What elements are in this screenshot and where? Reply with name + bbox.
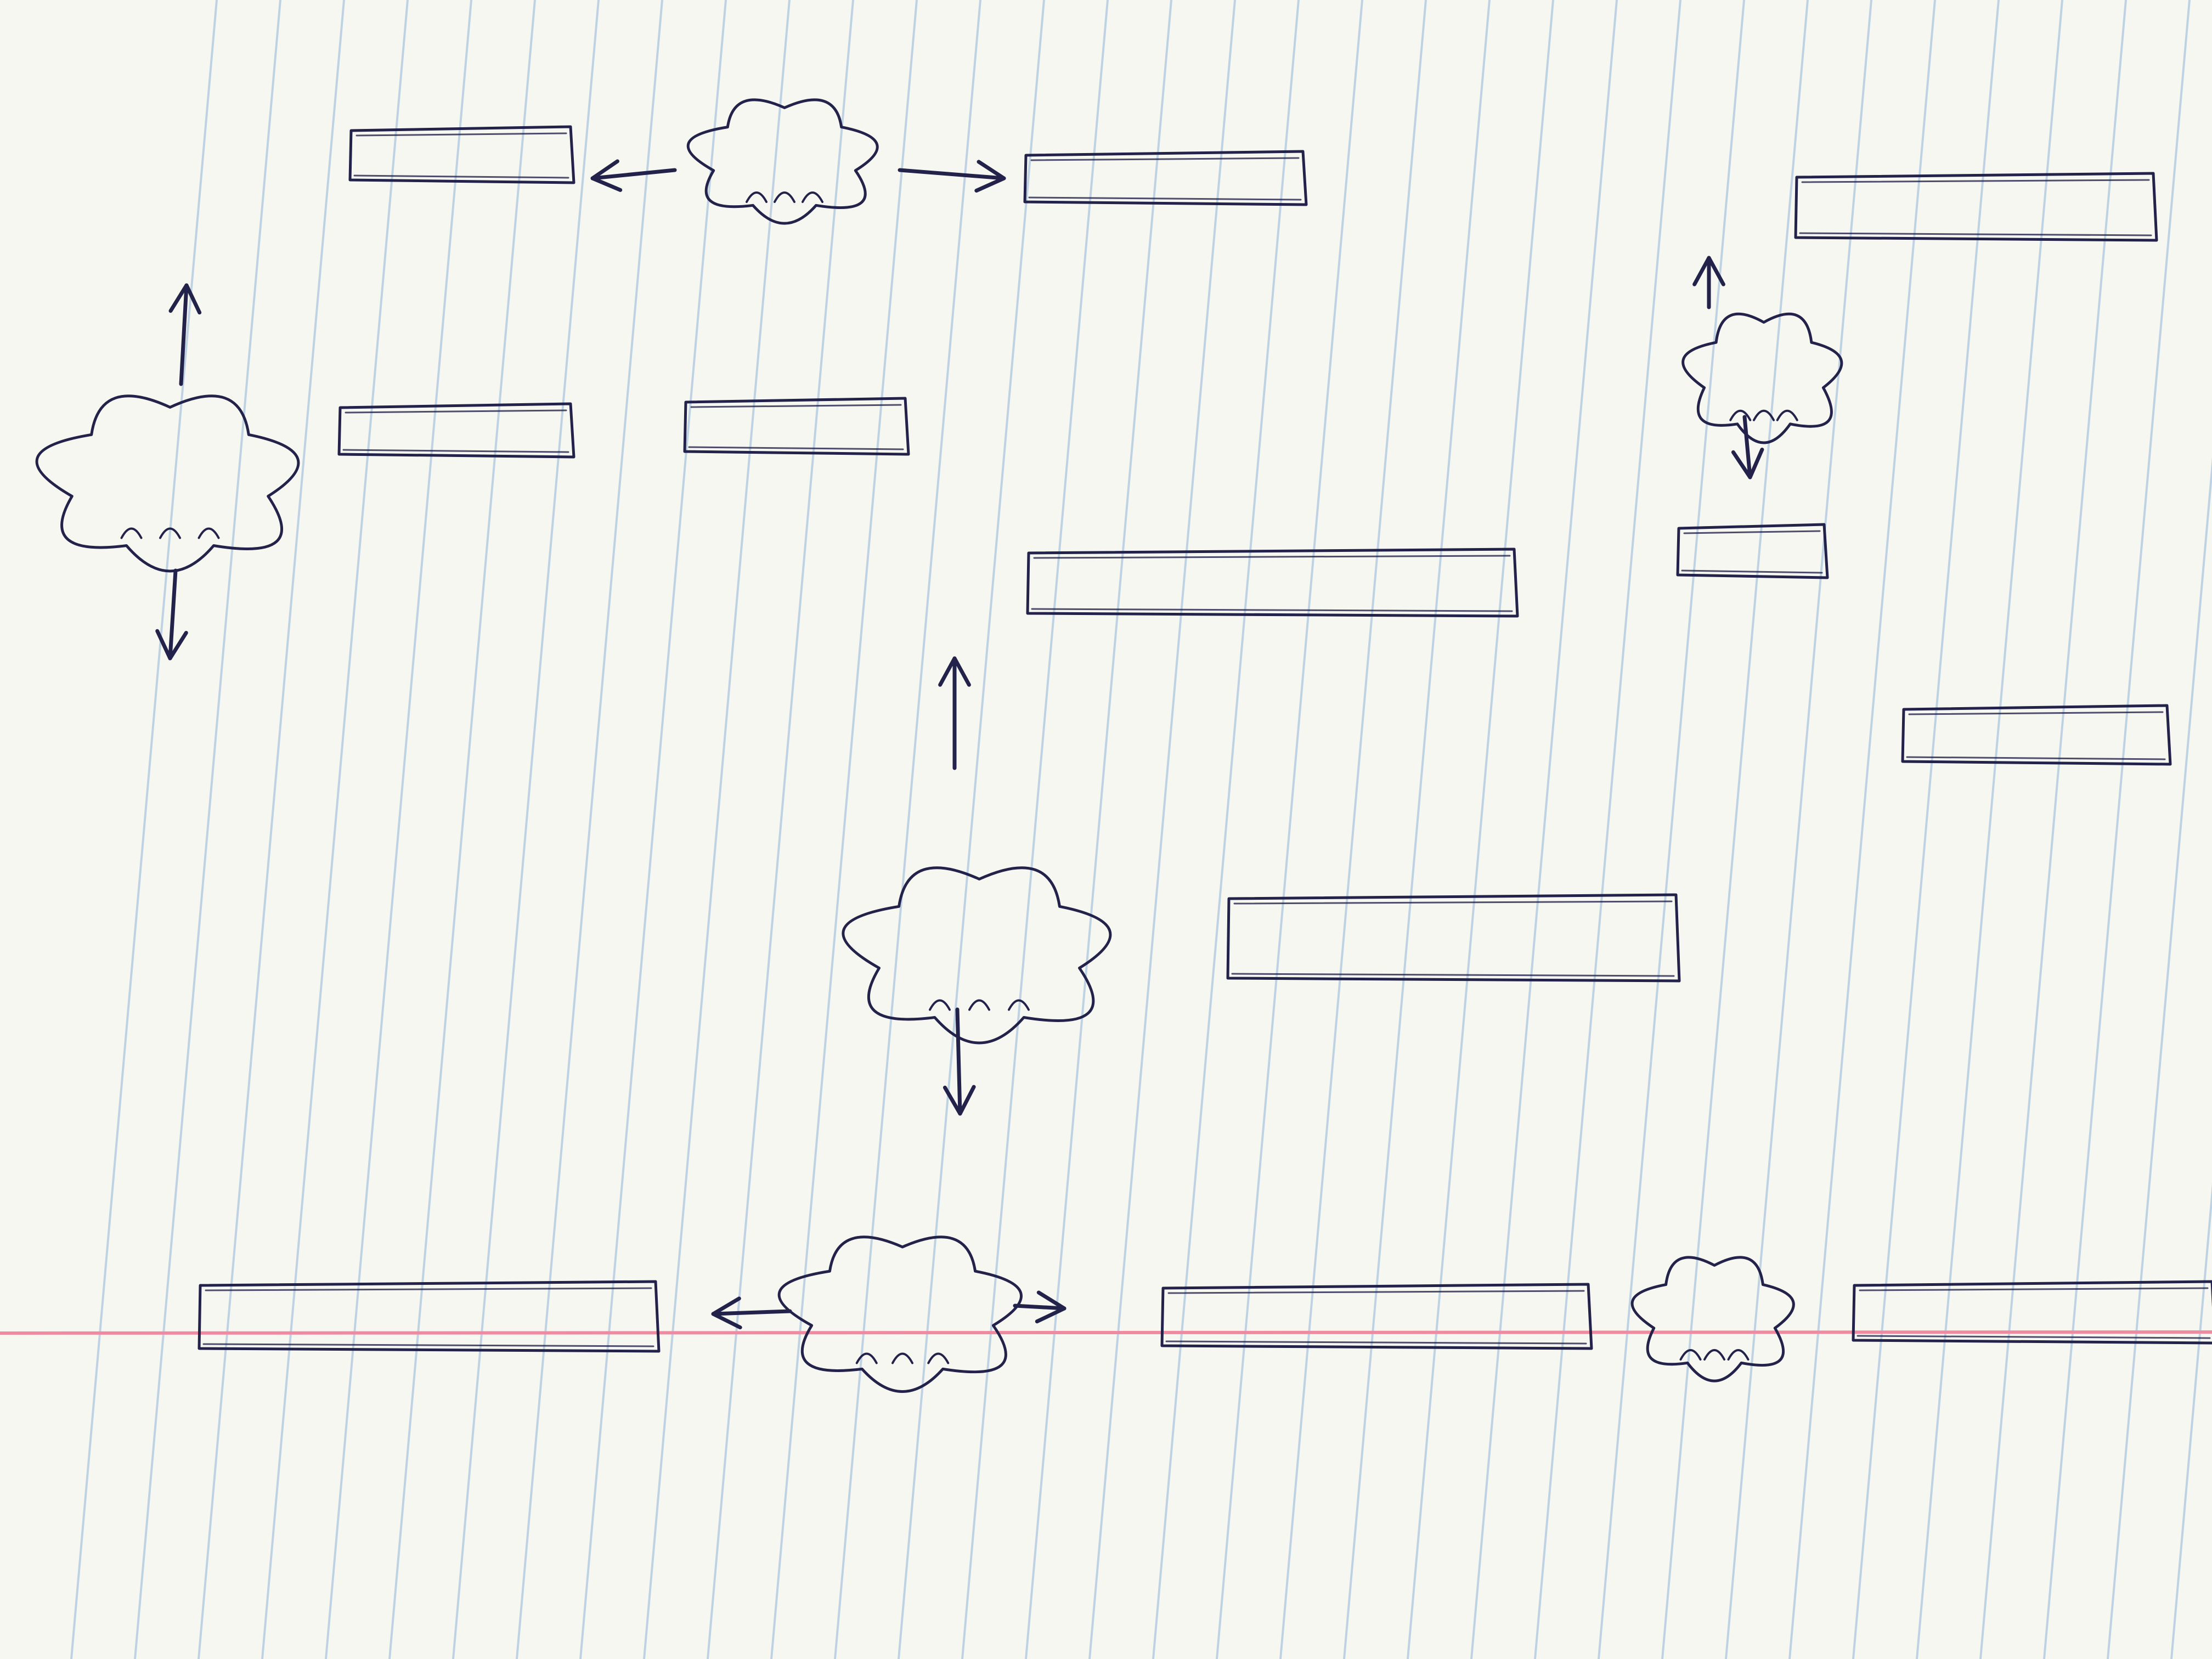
cloud-b <box>35 394 300 573</box>
ruled-line <box>2043 0 2191 1659</box>
ruled-line <box>70 0 218 1659</box>
box-10 <box>198 1280 661 1353</box>
margin-rule <box>0 1330 2212 1335</box>
arrow-cloud-c-to-up <box>938 656 971 770</box>
ruled-line <box>1025 0 1172 1659</box>
ruled-line <box>707 0 854 1659</box>
ruled-line <box>834 0 981 1659</box>
box-8 <box>1901 704 2172 766</box>
diagram-boxes <box>198 125 2212 1353</box>
ruled-line <box>1470 0 1618 1659</box>
ruled-line <box>898 0 1045 1659</box>
box-7 <box>1676 523 1829 579</box>
ruled-line <box>388 0 536 1659</box>
ruled-line <box>1088 0 1236 1659</box>
ruled-line <box>961 0 1109 1659</box>
ruled-line <box>1788 0 1936 1659</box>
ruled-line <box>1279 0 1427 1659</box>
arrow-cloud-b-to-down <box>155 568 188 661</box>
ruled-line <box>2107 456 2212 1659</box>
ruled-line <box>516 0 663 1659</box>
cloud-e <box>777 1235 1023 1393</box>
ruled-line <box>1661 0 1809 1659</box>
arrow-cloud-d-to-down <box>1731 415 1764 479</box>
ruled-line <box>134 0 281 1659</box>
margin-line <box>0 1330 2212 1335</box>
ruled-line <box>1852 0 2000 1659</box>
ruled-line <box>1343 0 1491 1659</box>
box-12 <box>1852 1280 2212 1345</box>
box-3 <box>1794 172 2158 242</box>
ruled-line <box>452 0 600 1659</box>
ruled-line <box>1725 0 1872 1659</box>
diagram-clouds <box>35 98 1843 1393</box>
arrow-cloud-e-to-box-12 <box>1013 1290 1066 1324</box>
ruled-line <box>643 0 791 1659</box>
ruled-line <box>1979 0 2127 1659</box>
box-4 <box>337 402 575 459</box>
ruled-line <box>1534 0 1681 1659</box>
arrow-cloud-b-to-up <box>168 283 202 386</box>
box-11 <box>1160 1283 1593 1350</box>
cloud-d <box>1681 312 1843 444</box>
ruled-line <box>325 0 472 1659</box>
ruled-line <box>198 0 345 1659</box>
diagram-arrows <box>155 159 1764 1330</box>
arrow-cloud-d-to-up <box>1692 256 1725 309</box>
box-9 <box>1226 893 1681 983</box>
arrow-cloud-c-to-down <box>943 1007 976 1116</box>
ruled-line <box>261 0 409 1659</box>
ruled-line <box>770 0 918 1659</box>
ruled-lines <box>70 0 2212 1659</box>
cloud-c <box>842 866 1112 1045</box>
arrow-cloud-a-to-box-1 <box>590 159 677 192</box>
ruled-line <box>1216 0 1363 1659</box>
box-5 <box>683 397 910 456</box>
cloud-f <box>1630 1256 1795 1383</box>
arrow-cloud-a-to-box-2 <box>898 160 1006 193</box>
ruled-line <box>1916 0 2063 1659</box>
ruled-line <box>579 0 727 1659</box>
cloud-a <box>686 98 879 225</box>
box-6 <box>1026 548 1519 618</box>
arrow-cloud-e-to-box-11 <box>711 1296 792 1330</box>
box-2 <box>1023 150 1308 206</box>
ruled-line <box>1152 0 1300 1659</box>
box-1 <box>348 125 575 184</box>
ruled-line <box>2170 1183 2212 1659</box>
ruled-line <box>1407 0 1554 1659</box>
